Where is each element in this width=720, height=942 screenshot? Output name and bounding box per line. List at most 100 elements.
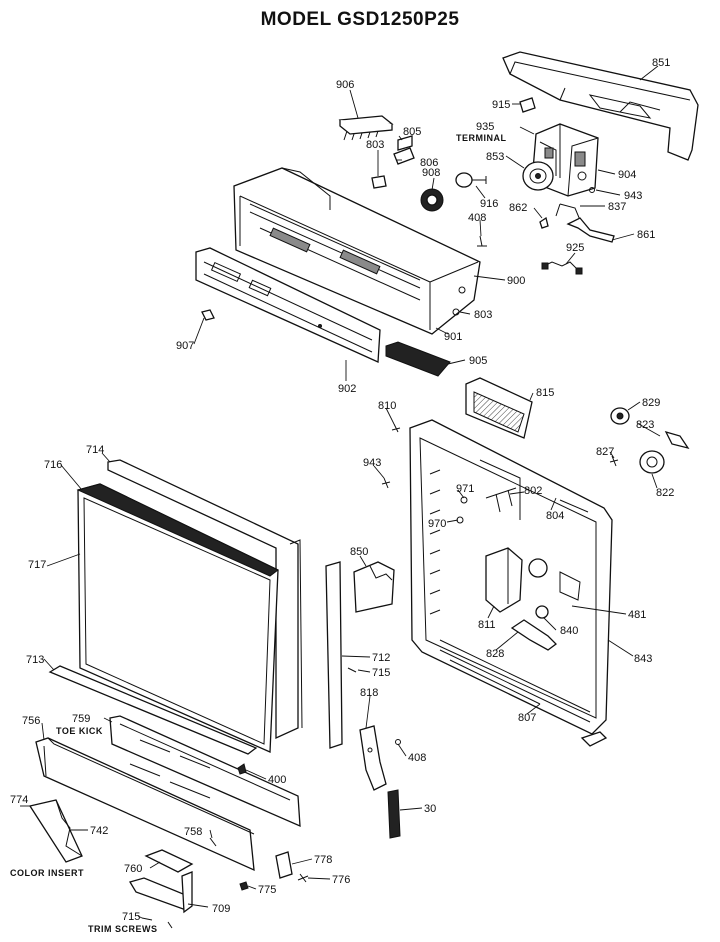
part-label-715-upper: 715	[372, 667, 390, 679]
color-insert-774	[28, 799, 83, 863]
clip-803-lower	[452, 308, 460, 316]
part-label-943-lower: 943	[363, 457, 381, 469]
kickplate-709	[129, 871, 193, 914]
vent-815	[465, 377, 533, 439]
caption-trim-screws: TRIM SCREWS	[88, 924, 158, 934]
screw-943-lower	[381, 477, 391, 489]
screw-775	[239, 881, 249, 891]
bracket-851	[502, 51, 699, 161]
lever-861	[555, 203, 615, 243]
part-label-408-top: 408	[468, 212, 486, 224]
part-label-810: 810	[378, 400, 396, 412]
part-label-804: 804	[546, 510, 564, 522]
clip-803-top	[371, 175, 387, 189]
part-label-850: 850	[350, 546, 368, 558]
part-label-915: 915	[492, 99, 510, 111]
part-label-971: 971	[456, 483, 474, 495]
part-label-400: 400	[268, 774, 286, 786]
part-label-935: 935	[476, 121, 494, 133]
part-label-742: 742	[90, 825, 108, 837]
caption-toe-kick: TOE KICK	[56, 726, 103, 736]
button-907	[201, 309, 215, 321]
screw-776	[297, 873, 309, 883]
part-label-774: 774	[10, 794, 28, 806]
panel-850	[353, 561, 395, 613]
part-label-908: 908	[422, 167, 440, 179]
part-label-901: 901	[444, 331, 462, 343]
part-label-970: 970	[428, 518, 446, 530]
knob-916	[455, 172, 487, 188]
part-label-805: 805	[403, 126, 421, 138]
part-label-916: 916	[480, 198, 498, 210]
part-label-907: 907	[176, 340, 194, 352]
part-label-709: 709	[212, 903, 230, 915]
part-label-822: 822	[656, 487, 674, 499]
part-label-803-top: 803	[366, 139, 384, 151]
part-label-807: 807	[518, 712, 536, 724]
part-label-853: 853	[486, 151, 504, 163]
panel-756	[35, 737, 255, 872]
part-label-715-trim: 715	[122, 911, 140, 923]
part-label-904: 904	[618, 169, 636, 181]
part-label-943-top: 943	[624, 190, 642, 202]
part-label-906: 906	[336, 79, 354, 91]
part-label-806: 806	[420, 157, 438, 169]
part-label-716: 716	[44, 459, 62, 471]
part-label-776: 776	[332, 874, 350, 886]
screw-758	[209, 837, 217, 847]
part-label-714: 714	[86, 444, 104, 456]
screw-400	[237, 763, 247, 775]
screw-827	[609, 455, 619, 467]
motor-853	[522, 161, 554, 191]
part-label-837: 837	[608, 201, 626, 213]
part-label-758: 758	[184, 826, 202, 838]
trim-713	[48, 665, 258, 755]
fascia-902	[195, 247, 381, 363]
part-label-925: 925	[566, 242, 584, 254]
hinge-818	[359, 725, 401, 791]
part-label-811: 811	[478, 619, 496, 631]
screw-943-top	[589, 187, 595, 193]
wire-925	[541, 261, 583, 275]
part-label-815: 815	[536, 387, 554, 399]
trim-screws-715	[141, 917, 173, 929]
part-label-851: 851	[652, 57, 670, 69]
knob-set-829	[610, 407, 690, 474]
door-panel-716	[76, 483, 279, 753]
part-label-861: 861	[637, 229, 655, 241]
part-label-905: 905	[469, 355, 487, 367]
door-panel-714	[107, 459, 303, 740]
part-label-843: 843	[634, 653, 652, 665]
bracket-760	[144, 849, 194, 873]
part-label-713: 713	[26, 654, 44, 666]
part-label-827: 827	[596, 446, 614, 458]
part-label-900: 900	[507, 275, 525, 287]
part-label-408-lower: 408	[408, 752, 426, 764]
window-905	[385, 341, 451, 377]
part-label-828: 828	[486, 648, 504, 660]
part-label-775: 775	[258, 884, 276, 896]
screw-715-upper	[347, 667, 357, 673]
selector-908	[420, 188, 444, 212]
leader-lines	[20, 65, 661, 919]
caption-color-insert: COLOR INSERT	[10, 868, 84, 878]
diagram-title: MODEL GSD1250P25	[261, 9, 460, 30]
inner-door-843	[409, 419, 613, 735]
toe-kick-759	[109, 715, 301, 828]
part-label-778: 778	[314, 854, 332, 866]
screw-810	[391, 423, 401, 433]
part-label-829: 829	[642, 397, 660, 409]
pin-862	[539, 216, 549, 229]
part-label-862: 862	[509, 202, 527, 214]
part-label-481: 481	[628, 609, 646, 621]
caption-terminal: TERMINAL	[456, 133, 507, 143]
part-labels: 851 906 915 935 TERMINAL 805 803 806 908…	[10, 57, 674, 934]
part-label-760: 760	[124, 863, 142, 875]
part-label-818: 818	[360, 687, 378, 699]
part-label-30: 30	[424, 803, 436, 815]
screw-408-top	[477, 235, 487, 247]
part-label-802: 802	[524, 485, 542, 497]
latch-bottom	[580, 731, 608, 747]
bracket-778	[275, 851, 293, 879]
